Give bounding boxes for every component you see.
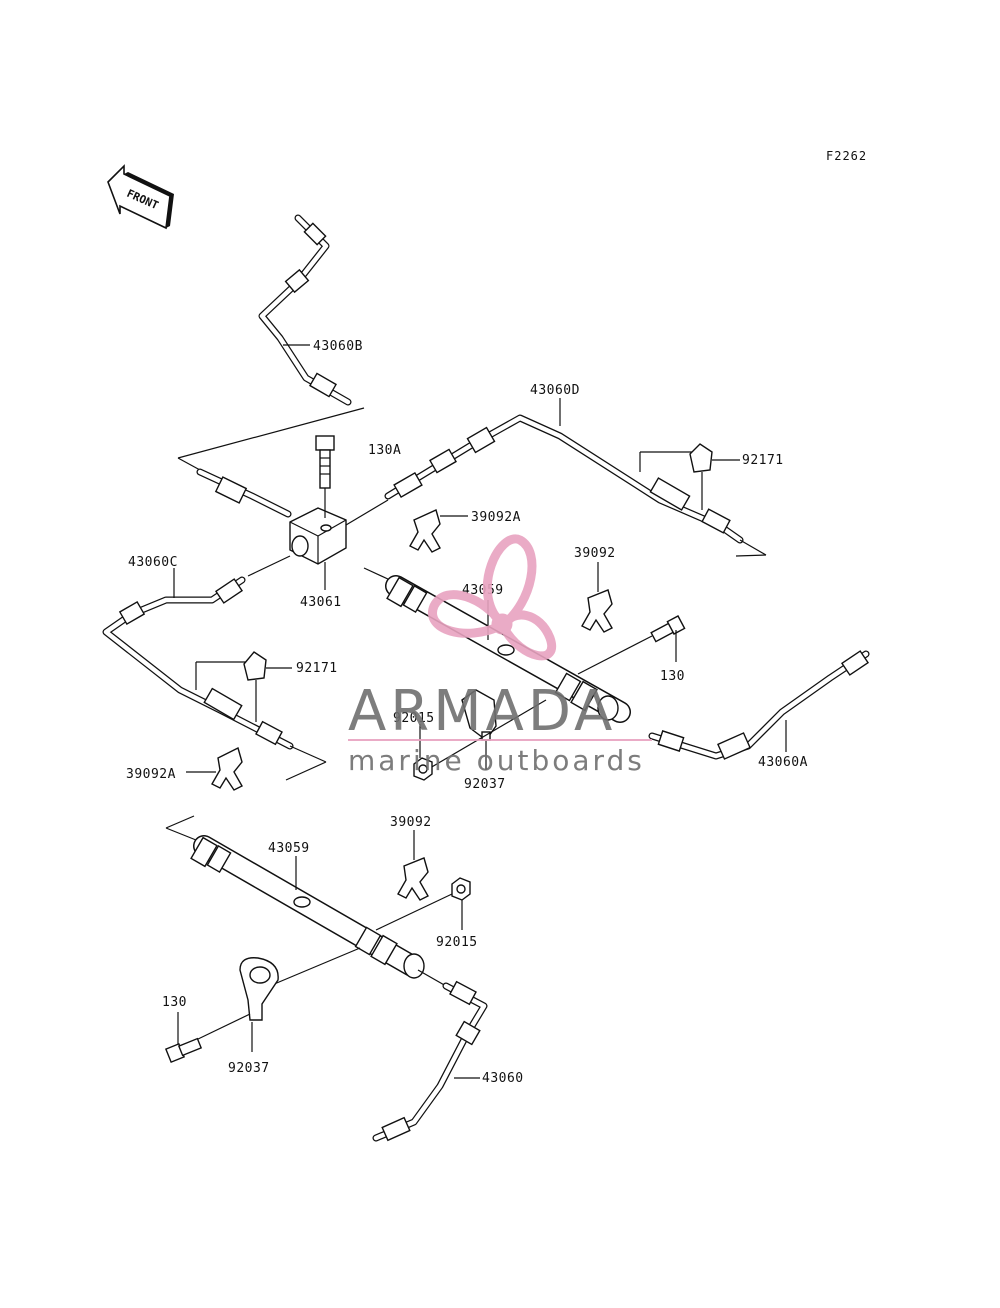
propeller-logo-icon	[428, 534, 557, 661]
label-43060b: 43060B	[313, 339, 363, 354]
clip-39092-bottom	[397, 857, 429, 901]
label-43061: 43061	[300, 595, 342, 610]
label-39092a-left: 39092A	[126, 767, 176, 782]
hose-43060a	[648, 650, 870, 760]
clip-92171-left	[243, 651, 267, 722]
nut-92015-mid	[413, 757, 433, 781]
label-43060d: 43060D	[530, 383, 580, 398]
label-39092a-top: 39092A	[471, 510, 521, 525]
label-92037-bottom: 92037	[228, 1061, 270, 1076]
pipe-43059-bottom	[190, 835, 425, 979]
clamp-92037-mid	[461, 689, 497, 741]
bolt-130-right	[650, 615, 686, 643]
label-43060a: 43060A	[758, 755, 808, 770]
label-43059-bottom: 43059	[268, 841, 310, 856]
hose-43060	[372, 980, 488, 1142]
label-92015-mid: 92015	[393, 711, 435, 726]
hose-43060b	[258, 214, 352, 406]
label-130-right: 130	[660, 669, 685, 684]
label-39092-top: 39092	[574, 546, 616, 561]
label-92015-bottom: 92015	[436, 935, 478, 950]
clip-92171-top	[689, 443, 713, 510]
watermark-tagline: marine outboards	[348, 744, 645, 777]
hose-43060c	[102, 576, 294, 750]
clamp-92037-bottom	[239, 957, 279, 1021]
watermark-brand: ARMADA	[348, 679, 616, 744]
clip-39092a-top	[409, 509, 441, 553]
label-43060: 43060	[482, 1071, 524, 1086]
label-130-bottom: 130	[162, 995, 187, 1010]
label-130a: 130A	[368, 443, 401, 458]
watermark: ARMADA marine outboards	[348, 534, 652, 777]
diagram-code: F2262	[826, 149, 867, 163]
label-92171-top: 92171	[742, 453, 784, 468]
label-92037-mid: 92037	[464, 777, 506, 792]
clip-39092a-left	[211, 746, 243, 791]
block-43061	[289, 507, 347, 565]
nut-92015-bottom	[451, 877, 471, 901]
clip-39092-top	[581, 589, 613, 633]
front-arrow-icon: FRONT	[107, 164, 174, 230]
label-92171-left: 92171	[296, 661, 338, 676]
label-43060c: 43060C	[128, 555, 178, 570]
label-39092-bottom: 39092	[390, 815, 432, 830]
bolt-130a	[315, 435, 335, 518]
hose-43060d	[384, 414, 744, 544]
bolt-130-bottom	[164, 1037, 203, 1064]
